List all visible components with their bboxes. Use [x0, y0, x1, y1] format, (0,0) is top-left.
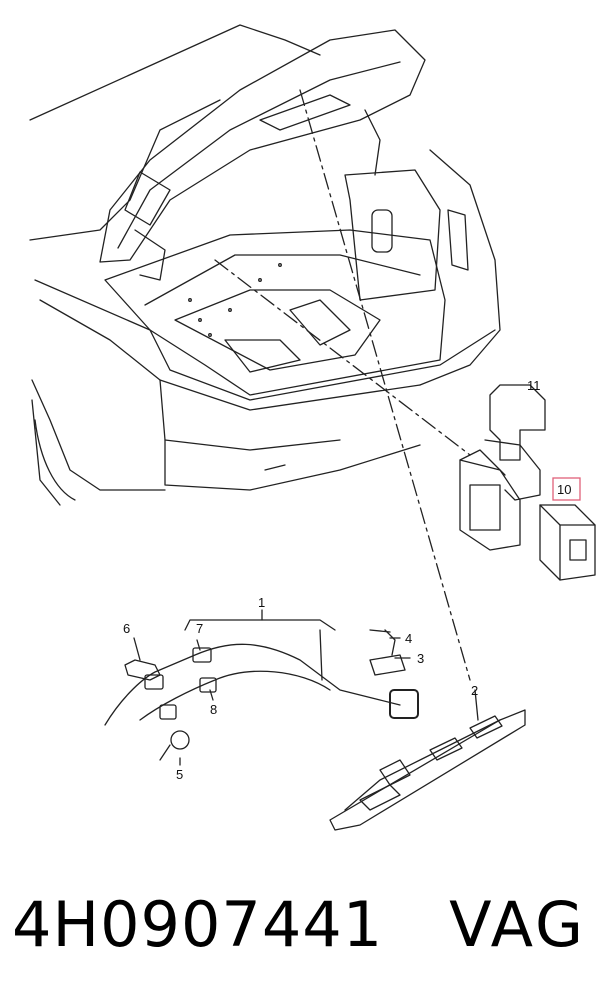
part-number: 4H0907441	[12, 888, 384, 961]
control-unit-assembly	[459, 384, 596, 581]
callout-8: 8	[210, 702, 217, 717]
callout-11: 11	[527, 378, 541, 393]
callout-2: 2	[471, 683, 478, 698]
trim-with-handle	[329, 689, 526, 831]
footer: 4H0907441 VAG	[0, 870, 600, 980]
wiring-harness	[104, 609, 419, 766]
callout-1: 1	[258, 595, 265, 610]
callout-7: 7	[196, 621, 203, 636]
callout-10: 10	[557, 482, 571, 497]
callout-5: 5	[176, 767, 183, 782]
highlight-box-10	[552, 477, 581, 501]
brand-label: VAG	[449, 888, 586, 961]
callout-3: 3	[417, 651, 424, 666]
callout-4: 4	[405, 631, 412, 646]
car-rear-body	[29, 24, 501, 681]
callout-6: 6	[123, 621, 130, 636]
